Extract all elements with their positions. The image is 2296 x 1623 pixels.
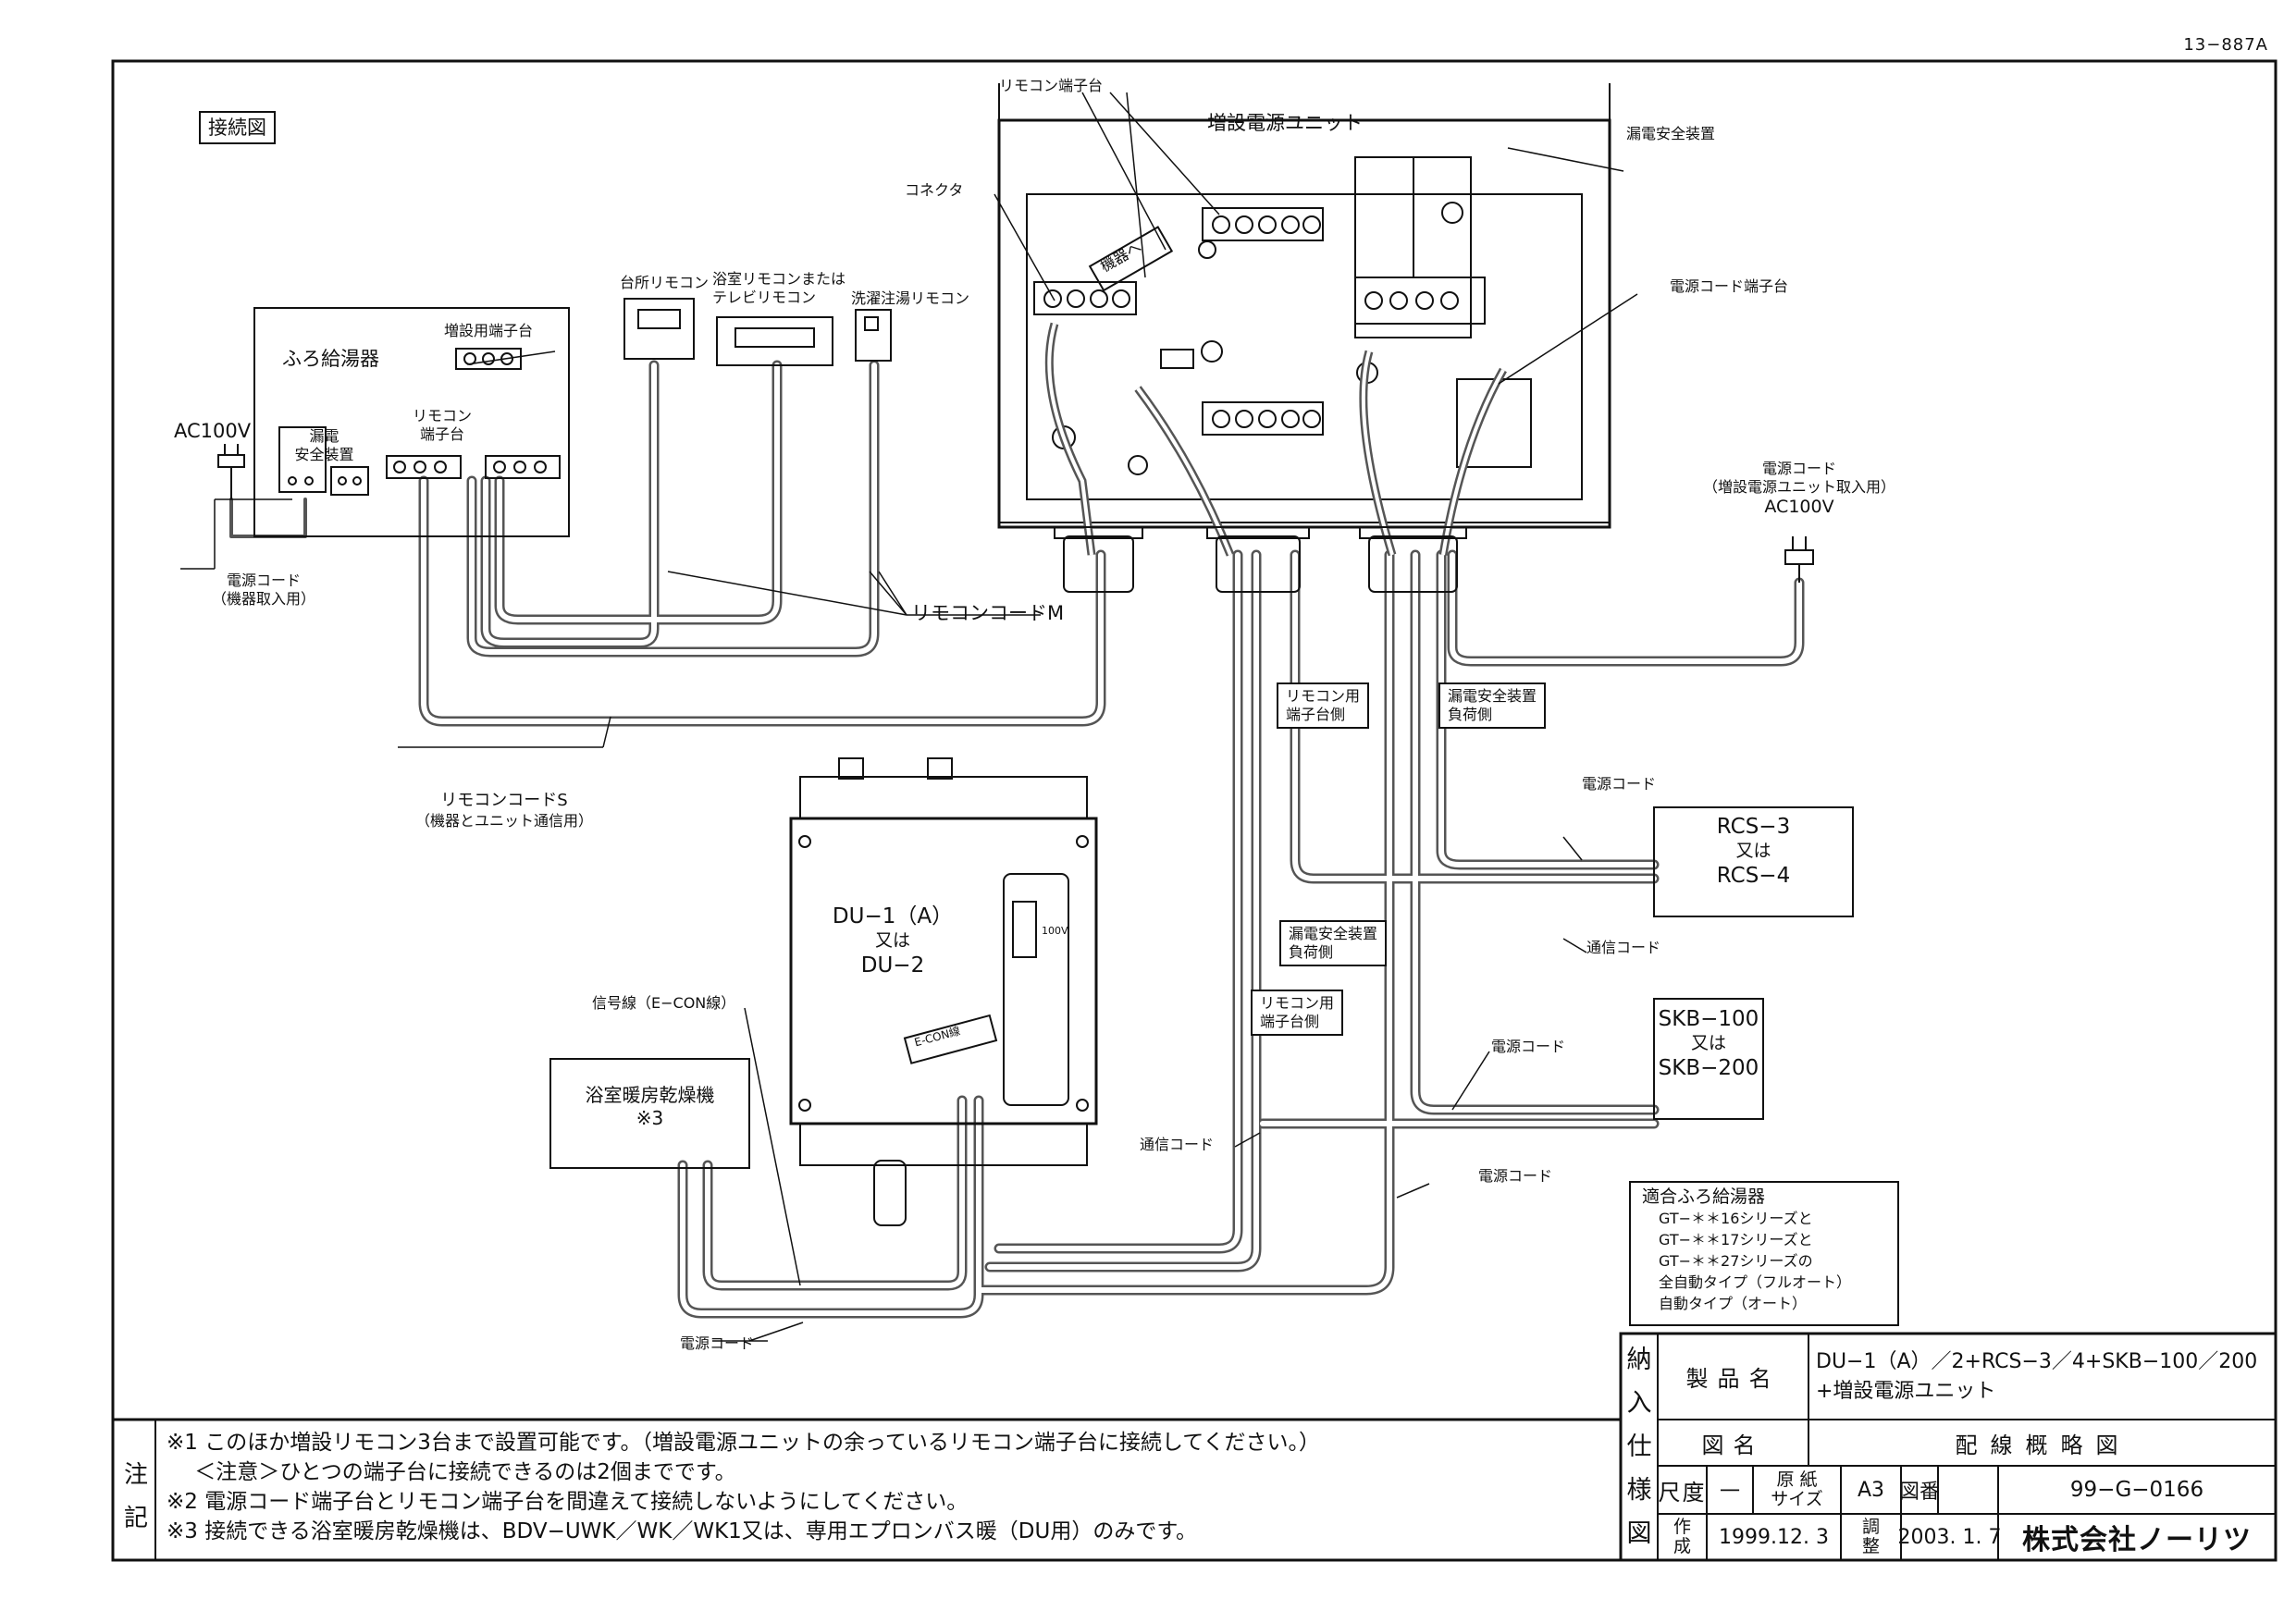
bath-dryer-label: 浴室暖房乾燥機※3 [585,1084,715,1129]
document-number: 13−887A [2183,35,2268,55]
created-value: 1999.12. 3 [1719,1525,1829,1549]
elb-load-side-2: 漏電安全装置負荷側 [1279,920,1388,966]
rcs-box [1653,806,1854,917]
company-logo: 株式会社ノーリツ [2022,1524,2252,1556]
drawing-name-label: 図名 [1701,1432,1765,1458]
cable-gland-center [1216,535,1301,593]
adjusted-label: 調整 [1861,1517,1880,1556]
compatible-heaters-box [1629,1181,1899,1326]
remote-cord-m-label: リモコンコードM [911,602,1065,624]
note-item: ＜注意＞ひとつの端子台に接続できるのは2個までです。 [167,1460,736,1484]
du-bottom-flange [799,1123,1088,1166]
bath-heater-box [253,307,570,537]
note-item: ※2 電源コード端子台とリモコン端子台を間違えて接続しないようにしてください。 [167,1490,969,1514]
heater-remote-terminal-label: リモコン端子台 [412,407,472,443]
laundry-remote [855,309,892,362]
bottom-power-cord-label: 電源コード [1478,1167,1553,1185]
du-econ-plate [903,1014,998,1064]
notes-side-label-1: 注 [124,1461,149,1489]
heater-elb [278,426,327,493]
drawing-name-value: 配線概略図 [1955,1432,2131,1458]
drawing-frame [111,59,2277,1562]
heater-remote-terminal-a [386,455,462,479]
cord-group [229,360,1805,1319]
created-label: 作成 [1673,1517,1691,1556]
du-top-flange [799,776,1088,819]
remote-terminal-side-2: リモコン用端子台側 [1251,990,1344,1036]
du-terminal-panel [1003,873,1069,1106]
signal-wire-label: 信号線（E−CON線） [592,994,736,1012]
bath-remote-label: 浴室リモコンまたはテレビリモコン [712,270,846,306]
laundry-remote-label: 洗濯注湯リモコン [851,289,970,307]
rcs-power-cord-label: 電源コード [1582,775,1657,793]
paper-size-value: A3 [1857,1478,1885,1502]
cable-gland-left [1063,535,1134,593]
scale-label: 尺度 [1658,1479,1707,1506]
diagram-title: 接続図 [199,111,276,145]
drawing-no-value: 99−G−0166 [2069,1478,2204,1502]
unit-remote-terminal-left [1033,281,1137,315]
connector-label-plate [1088,226,1174,292]
adjusted-value: 2003. 1. 7 [1897,1525,2002,1549]
bath-remote [716,316,833,366]
elb-load-side-1: 漏電安全装置負荷側 [1438,682,1547,729]
heater-remote-terminal-b [485,455,561,479]
unit-power-cord-label: 電源コード（増設電源ユニット取入用）AC100V [1702,460,1895,517]
unit-inner-panel [1026,193,1583,500]
cable-gland-right [1368,535,1458,593]
heater-elb-label: 漏電安全装置 [294,427,354,463]
drawing-no-label: 図番 [1899,1481,1941,1504]
unit-remote-terminal-top [1202,207,1324,241]
remote-terminal-side-1: リモコン用端子台側 [1277,682,1370,729]
comm-cord-2 [984,549,1262,1273]
remote-cord-m-1 [466,360,880,658]
title-block-frame [1619,1332,2277,1562]
kitchen-remote-label: 台所リモコン [620,274,710,291]
ac100v-left-label: AC100V [174,420,252,442]
heater-label: ふろ給湯器 [282,348,379,370]
title-block: 納入仕様図 製品名 DU−1（A）／2+RCS−3／4+SKB−100／200+… [1621,1334,2276,1560]
expansion-unit-label: 増設電源ユニット [1207,112,1363,134]
unit-remote-terminal-label: リモコン端子台 [999,77,1104,94]
heater-power-cord-label: 電源コード（機器取入用） [211,572,315,608]
heater-plug-wire [229,498,307,538]
paper-size-label: 原 紙サイズ [1771,1469,1823,1509]
bath-dryer-box [549,1058,750,1169]
unit-remote-terminal-bottom [1202,401,1324,436]
unit-elb-label: 漏電安全装置 [1626,125,1716,142]
power-cord-unit [1447,549,1805,667]
bottom-comm-cord-label: 通信コード [1140,1136,1215,1153]
title-block-side-label: 納入仕様図 [1626,1346,1652,1548]
remote-cord-s-label: リモコンコードS（機器とユニット通信用） [414,791,593,830]
connector-label: コネクタ [905,181,964,199]
notes-side-label-2: 記 [124,1505,149,1532]
rcs-comm-cord-label: 通信コード [1586,939,1661,956]
du-bottom-pipe [873,1160,907,1226]
compatible-heaters-label: 適合ふろ給湯器 GT−＊＊16シリーズと GT−＊＊17シリーズと GT−＊＊2… [1642,1187,1852,1312]
notes-section: 注 記 ※1 このほか増設リモコン3台まで設置可能です。（増設電源ユニットの余っ… [113,1420,1621,1560]
remote-cord-m-2 [494,360,783,625]
power-cord-terminal-label: 電源コード端子台 [1670,277,1789,295]
kitchen-remote [623,298,695,360]
note-item: ※3 接続できる浴室暖房乾燥機は、BDV−UWK／WK／WK1又は、専用エプロン… [167,1519,1198,1543]
product-name-value: DU−1（A）／2+RCS−3／4+SKB−100／200+増設電源ユニット [1816,1349,2258,1403]
dryer-power-cord-label: 電源コード [680,1334,755,1352]
expansion-terminal-label: 増設用端子台 [444,322,534,339]
unit-plug [1784,549,1814,583]
skb-box [1653,998,1764,1120]
note-item: ※1 このほか増設リモコン3台まで設置可能です。（増設電源ユニットの余っているリ… [167,1431,1321,1455]
expansion-terminal-block [455,348,522,370]
scale-value: 一 [1719,1481,1740,1504]
skb-power-cord-label: 電源コード [1491,1038,1566,1055]
product-name-label: 製品名 [1685,1366,1781,1392]
du-volt-label: 100V [1042,925,1068,937]
heater-plug [217,454,245,499]
